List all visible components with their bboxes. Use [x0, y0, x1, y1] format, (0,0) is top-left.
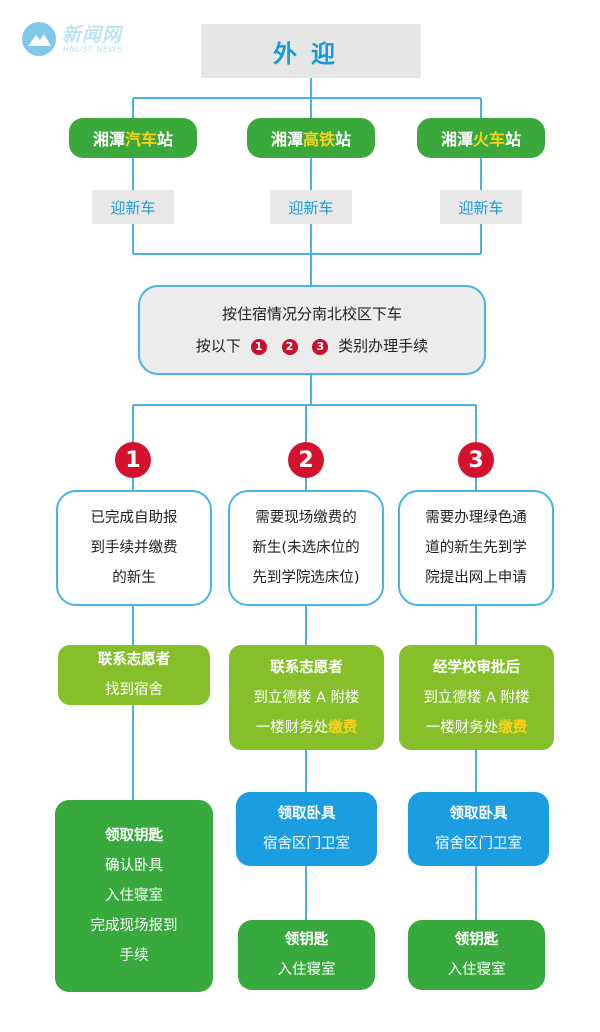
pickup-bus-3: 迎新车	[440, 190, 522, 224]
category-number-3: 3	[458, 442, 494, 478]
num-badge-3: 3	[312, 338, 329, 355]
bedding-box-2: 领取卧具 宿舍区门卫室	[236, 792, 377, 866]
step-3-box: 经学校审批后 到立德楼 A 附楼 一楼财务处缴费	[399, 645, 554, 750]
category-3-box: 需要办理绿色通 道的新生先到学 院提出网上申请	[398, 490, 554, 606]
num-badge-1: 1	[250, 338, 267, 355]
pickup-bus-1: 迎新车	[92, 190, 174, 224]
flow-title: 外迎	[201, 24, 421, 78]
category-number-2: 2	[288, 442, 324, 478]
keys-box-3: 领钥匙 入住寝室	[408, 920, 545, 990]
category-number-1: 1	[115, 442, 151, 478]
step-2-box: 联系志愿者 到立德楼 A 附楼 一楼财务处缴费	[229, 645, 384, 750]
logo: 新闻网 HNUST NEWS	[22, 18, 142, 58]
station-bus: 湘潭汽车站	[69, 118, 197, 158]
station-train: 湘潭火车站	[417, 118, 545, 158]
final-1-box: 领取钥匙 确认卧具 入住寝室 完成现场报到 手续	[55, 800, 213, 992]
category-1-box: 已完成自助报 到手续并缴费 的新生	[56, 490, 212, 606]
hub-line1: 按住宿情况分南北校区下车	[221, 305, 402, 323]
bedding-box-3: 领取卧具 宿舍区门卫室	[408, 792, 549, 866]
logo-subtext: HNUST NEWS	[63, 45, 123, 54]
hub-line2: 按以下 1 2 3 类别办理手续	[195, 337, 429, 355]
pickup-bus-2: 迎新车	[270, 190, 352, 224]
logo-text: 新闻网	[62, 24, 123, 46]
mountain-logo-icon	[22, 22, 56, 56]
step-1-box: 联系志愿者 找到宿舍	[58, 645, 210, 705]
category-2-box: 需要现场缴费的 新生(未选床位的 先到学院选床位)	[228, 490, 384, 606]
dropoff-instructions: 按住宿情况分南北校区下车 按以下 1 2 3 类别办理手续	[138, 285, 486, 375]
keys-box-2: 领钥匙 入住寝室	[238, 920, 375, 990]
num-badge-2: 2	[281, 338, 298, 355]
station-highspeed-rail: 湘潭高铁站	[247, 118, 375, 158]
